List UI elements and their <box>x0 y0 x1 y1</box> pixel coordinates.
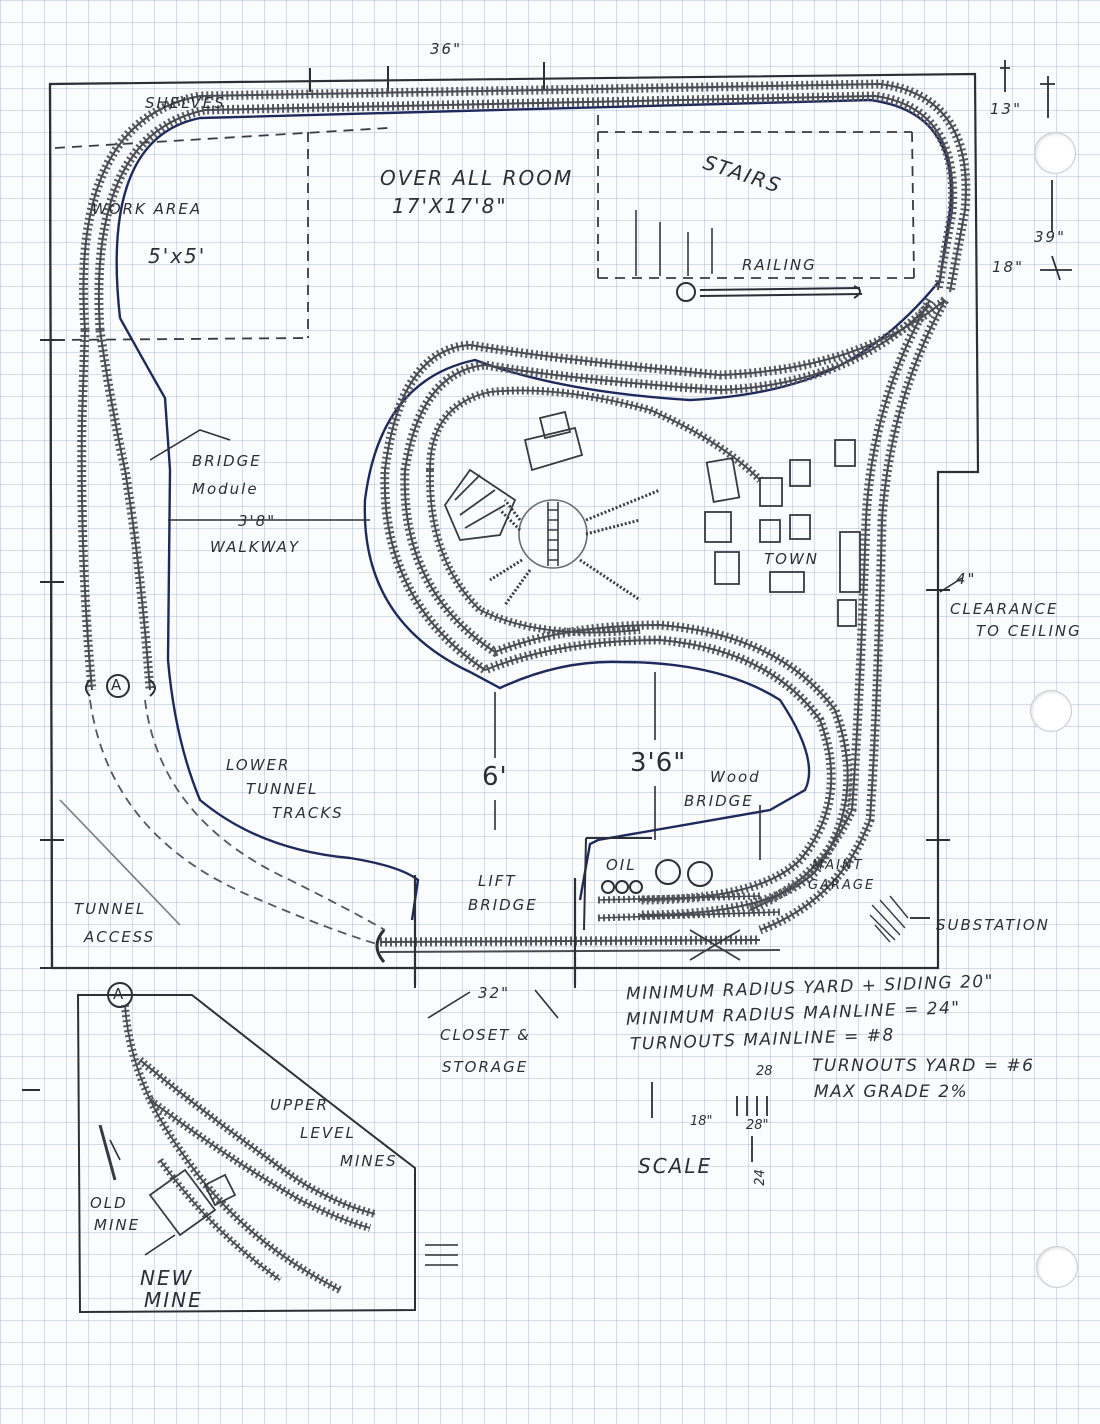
closet-label-2: STORAGE <box>442 1058 529 1076</box>
tunnel-access-label-1: TUNNEL <box>74 900 147 918</box>
substation-symbol <box>869 895 930 943</box>
new-mine-label-2: MINE <box>144 1288 203 1312</box>
walkway-dimension-label: 3'8" <box>238 512 277 530</box>
tunnel-access-line <box>59 799 181 926</box>
work-area-size-label: 5'x5' <box>148 244 207 268</box>
fascia-line <box>115 98 953 921</box>
lift-bridge <box>413 875 577 985</box>
turntable <box>489 488 661 606</box>
overall-room-size: 17'X17'8" <box>392 194 508 218</box>
wood-bridge-label-1: Wood <box>710 768 761 786</box>
mine-buildings <box>98 1124 237 1237</box>
lower-tunnel-label-3: TRACKS <box>272 804 344 822</box>
right-dimensions <box>1000 60 1072 281</box>
clearance-label-2: TO CEILING <box>976 622 1082 640</box>
right-dim-18-label: 18" <box>992 258 1024 276</box>
dimension-lines <box>149 429 963 1019</box>
engine-house <box>523 410 584 472</box>
town-label: TOWN <box>764 550 820 568</box>
lower-tunnel-label-2: TUNNEL <box>246 780 319 798</box>
right-dim-13-label: 13" <box>990 100 1022 118</box>
new-mine-label-1: NEW <box>140 1266 194 1290</box>
binder-hole-bottom <box>1036 1246 1078 1288</box>
tunnel-access-label-2: ACCESS <box>84 928 156 946</box>
top-dimension-label: 36" <box>430 40 462 58</box>
railing <box>676 282 863 302</box>
old-mine-label-1: OLD <box>90 1194 128 1212</box>
upper-level-label-3: MINES <box>340 1152 398 1170</box>
overall-room-title: OVER ALL ROOM <box>380 166 574 190</box>
scale-28-bottom: 28" <box>746 1118 769 1133</box>
scale-24: 24 <box>752 1169 768 1186</box>
bridge-module-label-2: Module <box>192 480 259 498</box>
roundhouse <box>443 468 517 541</box>
wood-bridge-label-2: BRIDGE <box>684 792 754 810</box>
upper-level-inset <box>76 994 416 1314</box>
old-mine-label-2: MINE <box>94 1216 141 1234</box>
work-area-label: WORK AREA <box>92 200 203 218</box>
clearance-dim-label: 4" <box>956 570 977 588</box>
binder-hole-top <box>1034 132 1076 174</box>
shelves-label: SHELVES <box>145 94 226 112</box>
mine-tracks <box>121 1004 376 1294</box>
note-turnouts-yard: TURNOUTS YARD = #6 <box>812 1056 1035 1076</box>
maint-garage-label-1: MAINT <box>812 858 864 873</box>
closet-label-1: CLOSET & <box>440 1026 531 1044</box>
yard-tracks <box>597 892 781 922</box>
maint-garage-label-2: GARAGE <box>808 878 876 893</box>
inner-loop-track <box>380 296 948 920</box>
substation-label: SUBSTATION <box>936 916 1050 934</box>
town-buildings <box>704 439 861 627</box>
lift-bridge-label-1: LIFT <box>478 872 517 890</box>
clearance-label-1: CLEARANCE <box>950 600 1059 618</box>
binder-hole-middle <box>1030 690 1072 732</box>
lift-bridge-label-2: BRIDGE <box>468 896 538 914</box>
stair-treads <box>635 210 713 276</box>
scale-label: SCALE <box>638 1154 713 1178</box>
oil-tanks <box>601 859 713 894</box>
marker-circles <box>85 674 156 1008</box>
inset-arrows <box>109 1139 458 1266</box>
note-max-grade: MAX GRADE 2% <box>814 1082 969 1102</box>
work-area-outline <box>54 127 389 341</box>
scale-marks <box>651 1082 768 1162</box>
marker-a-upper: A <box>111 676 122 694</box>
yard-box <box>583 837 652 931</box>
oil-label: OIL <box>606 856 637 874</box>
walkway-label: WALKWAY <box>210 538 301 556</box>
six-foot-dimension: 6' <box>482 762 508 792</box>
three-six-dimension: 3'6" <box>630 748 687 778</box>
right-dim-39-label: 39" <box>1034 228 1066 246</box>
upper-level-label-1: UPPER <box>270 1096 329 1114</box>
scale-18: 18" <box>690 1114 713 1129</box>
scale-28-top: 28 <box>756 1064 773 1079</box>
upper-level-label-2: LEVEL <box>300 1124 356 1142</box>
bridge-module-label-1: BRIDGE <box>192 452 262 470</box>
stairs-outline <box>597 98 915 279</box>
lower-tunnel-label-1: LOWER <box>226 756 291 774</box>
closet-dimension-label: 32" <box>478 984 510 1002</box>
marker-a-lower: A <box>113 985 124 1003</box>
lower-tunnel-track <box>89 699 386 946</box>
mainline-track <box>77 79 971 963</box>
railing-label: RAILING <box>742 256 817 274</box>
